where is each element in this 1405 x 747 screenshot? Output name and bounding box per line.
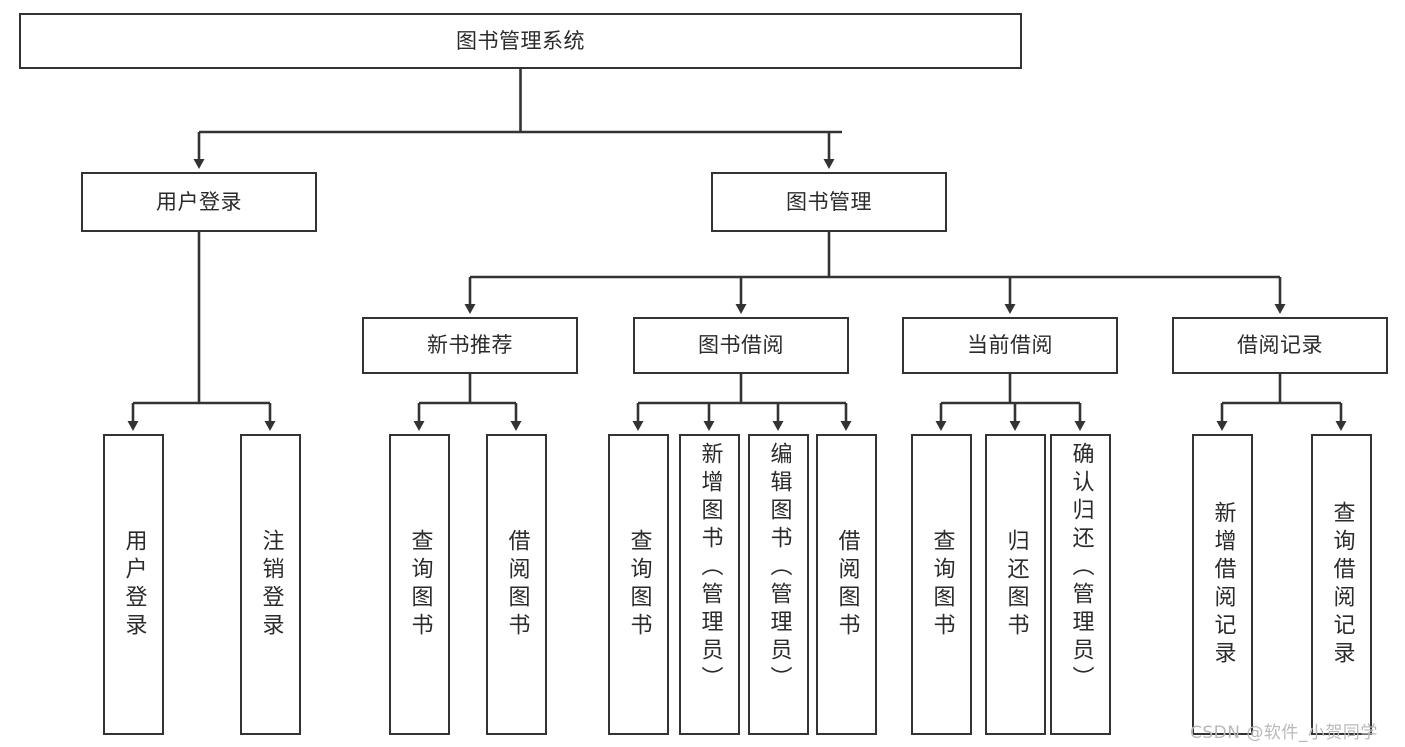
node-leaf-6-label: 编辑图书（管理员） (766, 442, 792, 694)
csdn-watermark: CSDN @软件_小贺同学 (1190, 723, 1378, 743)
node-level2-3[interactable]: 借阅记录 (1172, 317, 1388, 374)
node-level2-2[interactable]: 当前借阅 (902, 317, 1118, 374)
node-leaf-6[interactable]: 编辑图书（管理员） (748, 434, 809, 735)
node-leaf-2-label: 查询图书 (407, 528, 433, 641)
node-leaf-12[interactable]: 查询借阅记录 (1311, 434, 1372, 735)
node-leaf-1-label: 注销登录 (258, 528, 284, 641)
node-leaf-11[interactable]: 新增借阅记录 (1192, 434, 1253, 735)
node-leaf-4-label: 查询图书 (626, 528, 652, 641)
node-leaf-8-label: 查询图书 (929, 528, 955, 641)
node-level1-0[interactable]: 用户登录 (81, 172, 317, 232)
node-level2-1-label: 图书借阅 (698, 333, 784, 358)
node-level2-0-label: 新书推荐 (427, 333, 513, 358)
node-level1-1-label: 图书管理 (786, 189, 872, 214)
node-level2-1[interactable]: 图书借阅 (633, 317, 849, 374)
node-root[interactable]: 图书管理系统 (19, 13, 1022, 69)
node-level1-1[interactable]: 图书管理 (711, 172, 947, 232)
node-level2-0[interactable]: 新书推荐 (362, 317, 578, 374)
node-leaf-9[interactable]: 归还图书 (985, 434, 1046, 735)
node-leaf-4[interactable]: 查询图书 (608, 434, 669, 735)
node-leaf-0-label: 用户登录 (121, 528, 147, 641)
node-leaf-3[interactable]: 借阅图书 (486, 434, 547, 735)
node-leaf-11-label: 新增借阅记录 (1210, 500, 1236, 669)
node-leaf-9-label: 归还图书 (1003, 528, 1029, 641)
node-root-label: 图书管理系统 (456, 28, 585, 53)
node-leaf-7[interactable]: 借阅图书 (816, 434, 877, 735)
node-level2-2-label: 当前借阅 (967, 333, 1053, 358)
node-leaf-2[interactable]: 查询图书 (389, 434, 450, 735)
node-leaf-12-label: 查询借阅记录 (1329, 500, 1355, 669)
node-leaf-1[interactable]: 注销登录 (240, 434, 301, 735)
node-leaf-10-label: 确认归还（管理员） (1068, 442, 1094, 694)
node-leaf-5[interactable]: 新增图书（管理员） (679, 434, 740, 735)
node-leaf-7-label: 借阅图书 (834, 528, 860, 641)
node-leaf-10[interactable]: 确认归还（管理员） (1050, 434, 1111, 735)
node-leaf-0[interactable]: 用户登录 (103, 434, 164, 735)
node-level2-3-label: 借阅记录 (1237, 333, 1323, 358)
node-leaf-3-label: 借阅图书 (504, 528, 530, 641)
node-leaf-8[interactable]: 查询图书 (911, 434, 972, 735)
node-level1-0-label: 用户登录 (156, 189, 242, 214)
node-leaf-5-label: 新增图书（管理员） (697, 442, 723, 694)
